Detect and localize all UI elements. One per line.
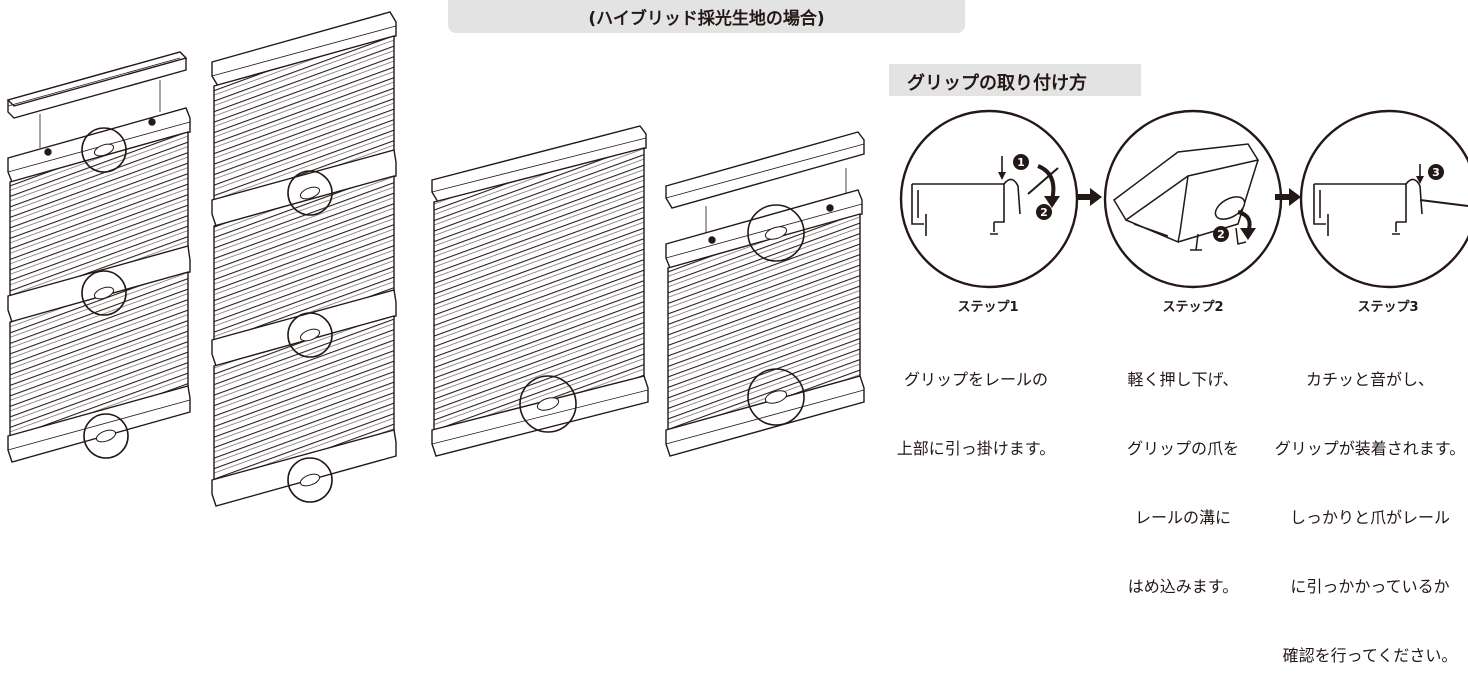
blind-1 [6, 51, 191, 463]
badge-1: 1 [1017, 156, 1025, 169]
step2-label: ステップ2 [1162, 300, 1224, 315]
step3-description: カチッと音がし、 グリップが装着されます。 しっかりと爪がレール に引っかかって… [1272, 322, 1468, 690]
step2-description: 軽く押し下げ、 グリップの爪を レールの溝に はめ込みます。 [1108, 322, 1258, 621]
step1-line: 上部に引っ掛けます。 [896, 439, 1056, 458]
section-title-box: グリップの取り付け方 [889, 64, 1141, 96]
step2-line: はめ込みます。 [1127, 577, 1239, 596]
banner-title: (ハイブリッド採光生地の場合) [588, 9, 825, 29]
step3-line: に引っかかっているか [1290, 577, 1450, 596]
step3-line: カチッと音がし、 [1305, 370, 1434, 389]
step3-line: グリップが装着されます。 [1274, 439, 1466, 458]
blind-4 [665, 131, 865, 457]
step3-label: ステップ3 [1357, 300, 1419, 315]
step2-line: 軽く押し下げ、 [1127, 370, 1239, 389]
blind-3 [431, 125, 649, 457]
step1-line: グリップをレールの [903, 370, 1048, 389]
blind-2 [211, 11, 397, 507]
step2-line: レールの溝に [1134, 508, 1231, 527]
step2-line: グリップの爪を [1126, 439, 1239, 458]
badge-2: 2 [1040, 206, 1048, 219]
step1-detail: 1 2 [899, 109, 1079, 289]
badge-2b: 2 [1217, 228, 1225, 241]
step3-line: 確認を行ってください。 [1282, 646, 1458, 665]
blinds-illustration [6, 11, 865, 507]
step1-label: ステップ1 [957, 300, 1019, 315]
step3-detail: 3 [1299, 109, 1468, 289]
badge-3: 3 [1432, 166, 1440, 179]
step2-detail: 2 [1103, 109, 1283, 289]
step1-description: グリップをレールの 上部に引っ掛けます。 [886, 322, 1066, 483]
right-arrow-icon [1076, 188, 1102, 206]
section-title: グリップの取り付け方 [907, 73, 1087, 94]
step3-line: しっかりと爪がレール [1289, 508, 1450, 527]
right-arrow-icon [1275, 188, 1301, 206]
header-banner: (ハイブリッド採光生地の場合) [448, 0, 965, 33]
